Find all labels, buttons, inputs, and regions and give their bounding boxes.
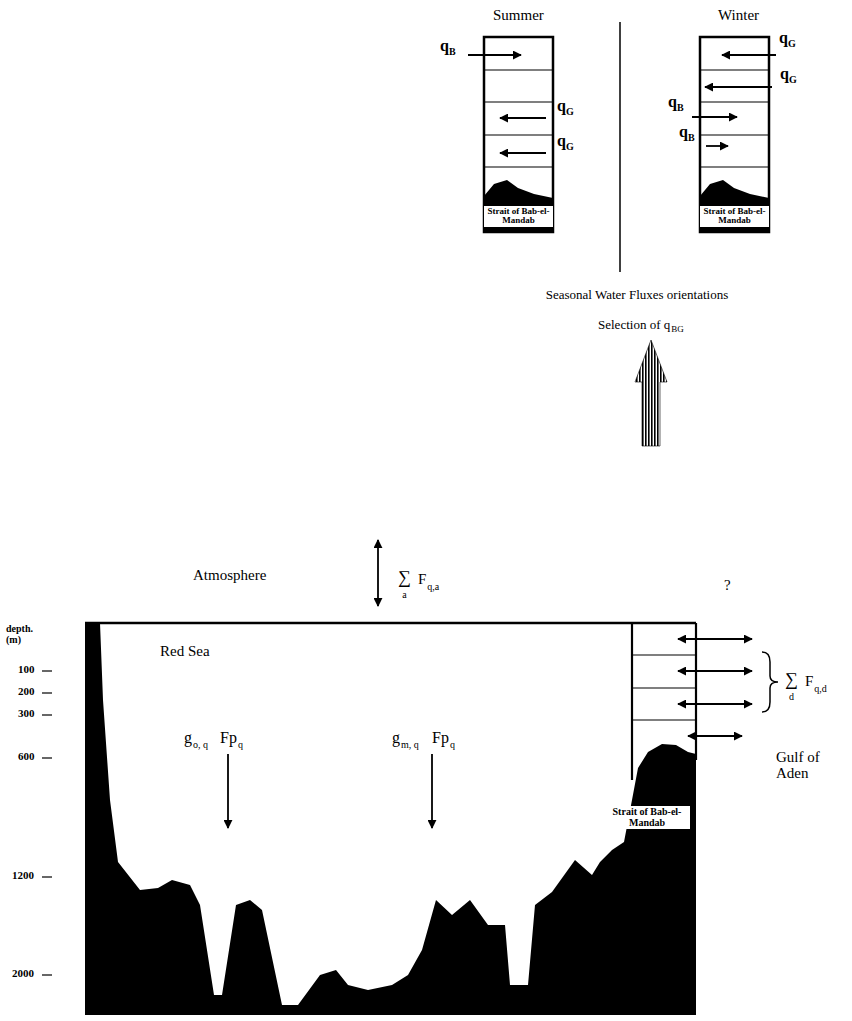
strait-label: Strait of Bab-el-Mandab [700, 206, 769, 227]
strait-label: Strait of Bab-el-Mandab [484, 206, 553, 227]
question-mark: ? [724, 578, 731, 594]
depth-tick-label: 300 [18, 708, 35, 720]
formula-symbol: g [392, 730, 400, 747]
depth-tick-label: 600 [18, 751, 35, 763]
atmosphere-flux-arrow [377, 540, 379, 606]
depth-tick-label: 1200 [12, 870, 34, 882]
subscript: q,a [427, 582, 439, 593]
depth-tick-label: 200 [18, 686, 35, 698]
flux-arrow [431, 754, 433, 828]
season-divider [619, 22, 621, 272]
subscript: m, q [401, 740, 419, 751]
formula-symbol: ∑ [398, 568, 411, 587]
subscript: q,d [814, 684, 827, 695]
formula-symbol: Fp [220, 730, 237, 747]
flux-arrow [227, 754, 229, 828]
region-label: Gulf of Aden [776, 750, 838, 782]
axis-title: depth. (m) [6, 624, 42, 645]
subscript: q [450, 740, 455, 751]
subscript: G [566, 142, 574, 153]
subscript: G [566, 107, 574, 118]
depth-tick-label: 2000 [12, 968, 34, 980]
formula-symbol: Fp [432, 730, 449, 747]
subscript: o, q [193, 740, 208, 751]
caption-line: Seasonal Water Fluxes orientations [546, 288, 728, 302]
flux-symbol: q [679, 124, 688, 141]
strait-label: Strait of Bab-el-Mandab [604, 806, 690, 829]
region-label: Red Sea [160, 644, 210, 660]
subscript: B [677, 103, 684, 114]
region-label: Atmosphere [193, 568, 266, 584]
depth-ticks [42, 671, 52, 975]
sea-surface [85, 622, 696, 625]
bathymetry [85, 623, 696, 1015]
summer-strait-column [484, 37, 553, 232]
season-heading: Winter [718, 8, 759, 24]
subscript: B [688, 133, 695, 144]
subscript: B [449, 47, 456, 58]
caption-line: Selection of q [598, 318, 670, 332]
summer-sill [484, 180, 553, 232]
formula-symbol: g [184, 730, 192, 747]
flux-symbol: q [557, 98, 566, 115]
season-heading: Summer [493, 8, 544, 24]
flux-symbol: q [557, 133, 566, 150]
subscript: BG [671, 325, 684, 334]
selection-arrow [635, 340, 667, 446]
formula-symbol: F [418, 572, 426, 588]
formula-symbol: ∑ [785, 670, 798, 689]
strait-flux-arrows [678, 639, 752, 736]
winter-flux-arrows [692, 55, 776, 146]
brace [762, 652, 778, 712]
subscript: a [402, 590, 406, 601]
formula-symbol: F [805, 674, 813, 690]
subscript: G [789, 75, 797, 86]
depth-tick-label: 100 [18, 664, 35, 676]
subscript: d [789, 692, 794, 703]
winter-sill [700, 180, 769, 232]
flux-symbol: q [440, 38, 449, 55]
flux-symbol: q [780, 66, 789, 83]
flux-symbol: q [668, 94, 677, 111]
summer-flux-arrows [468, 55, 546, 153]
winter-strait-column [700, 37, 769, 232]
flux-symbol: q [779, 30, 788, 47]
subscript: q [238, 740, 243, 751]
subscript: G [788, 39, 796, 50]
